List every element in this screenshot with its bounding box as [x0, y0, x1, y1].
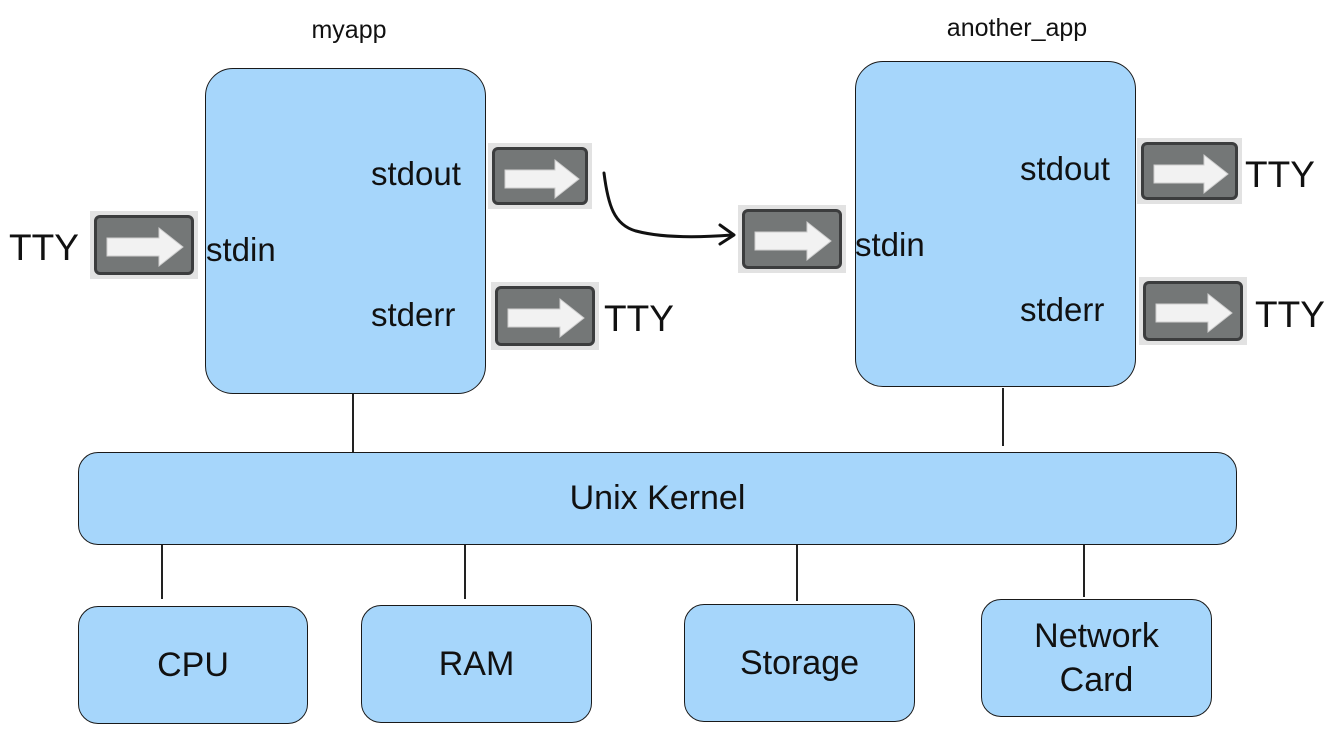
myapp-stderr-arrow-icon [491, 282, 599, 350]
kernel-cpu-connector [161, 545, 163, 599]
kernel-network-connector [1083, 545, 1085, 597]
pipe-curved-arrow [602, 171, 736, 246]
cpu-label: CPU [157, 646, 229, 684]
myapp-stdin-tty: TTY [9, 227, 79, 268]
storage-box: Storage [684, 604, 915, 722]
cpu-box: CPU [78, 606, 308, 724]
myapp-stderr-label: stderr [371, 296, 456, 333]
another-app-stdout-arrow-icon [1137, 138, 1242, 204]
another-app-kernel-connector [1002, 388, 1004, 446]
kernel-ram-connector [464, 545, 466, 599]
ram-label: RAM [438, 645, 515, 683]
another-app-stdin-label: stdin [855, 226, 925, 263]
unix-kernel-box: Unix Kernel [78, 452, 1237, 545]
another-app-box [855, 61, 1136, 387]
another-app-stdout-tty: TTY [1245, 154, 1315, 195]
another-app-stdout-label: stdout [1020, 150, 1110, 187]
network-card-box: Network Card [981, 599, 1212, 717]
myapp-box [205, 68, 486, 394]
another-app-stderr-tty: TTY [1255, 294, 1325, 335]
another-app-stderr-label: stderr [1020, 291, 1105, 328]
myapp-stdin-label: stdin [206, 231, 276, 268]
another-app-title: another_app [946, 14, 1088, 42]
myapp-stdout-arrow-icon [488, 143, 592, 209]
kernel-storage-connector [796, 545, 798, 601]
network-card-label: Network Card [1034, 617, 1159, 699]
unix-kernel-label: Unix Kernel [569, 479, 746, 517]
myapp-title: myapp [311, 16, 387, 44]
ram-box: RAM [361, 605, 592, 723]
myapp-stdout-label: stdout [371, 155, 461, 192]
myapp-stdin-arrow-icon [90, 211, 198, 279]
myapp-stderr-tty: TTY [604, 298, 674, 339]
another-app-stderr-arrow-icon [1139, 277, 1247, 345]
another-app-stdin-arrow-icon [738, 205, 846, 273]
myapp-kernel-connector [352, 394, 354, 452]
storage-label: Storage [739, 644, 860, 682]
